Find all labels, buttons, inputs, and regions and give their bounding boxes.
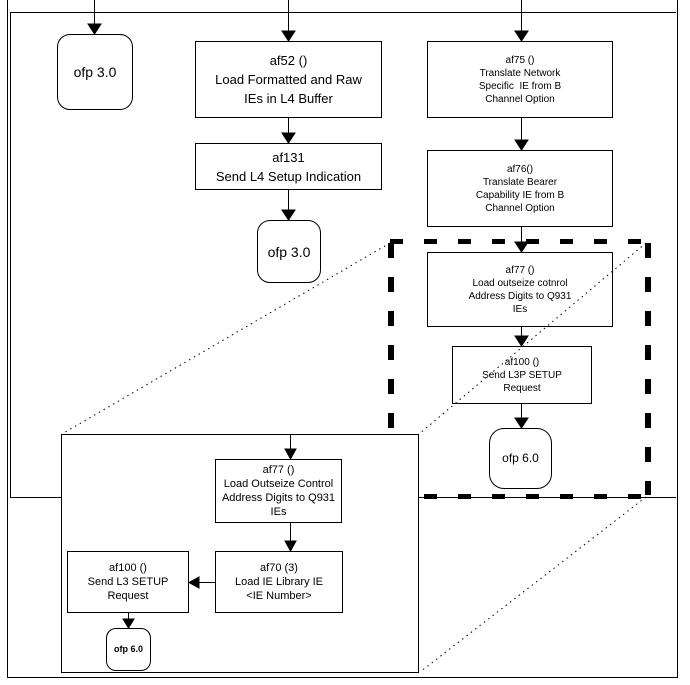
process-af70-magnified: af70 (3) Load IE Library IE <IE Number> [215,551,343,613]
process-af77-main: af77 () Load outseize cotnrol Address Di… [427,252,613,327]
process-af100-main: af100 () Send L3P SETUP Request [452,346,592,404]
page-border [7,0,678,678]
dashed-selection-left [388,243,394,495]
terminal-ofp60-main: ofp 6.0 [489,428,552,489]
process-af75: af75 () Translate Network Specific IE fr… [427,41,613,118]
terminal-label: ofp 6.0 [502,451,539,465]
process-af131: af131 Send L4 Setup Indication [195,143,382,190]
process-af52: af52 () Load Formatted and Raw IEs in L4… [195,41,382,118]
process-af77-magnified: af77 () Load Outseize Control Address Di… [215,459,342,523]
dashed-selection-bottom [390,494,648,499]
terminal-label: ofp 3.0 [73,64,117,80]
terminal-ofp30-exit: ofp 3.0 [257,220,321,283]
terminal-ofp30-entry: ofp 3.0 [57,34,133,110]
dashed-selection-right [645,243,651,495]
magnified-view-box [61,434,419,673]
process-af100-magnified: af100 () Send L3 SETUP Request [67,551,189,613]
terminal-label: ofp 3.0 [267,243,311,260]
terminal-label: ofp 6.0 [113,644,143,654]
dashed-selection-top [390,239,648,244]
process-af76: af76() Translate Bearer Capability IE fr… [427,150,613,227]
flow-arrows [87,0,529,429]
